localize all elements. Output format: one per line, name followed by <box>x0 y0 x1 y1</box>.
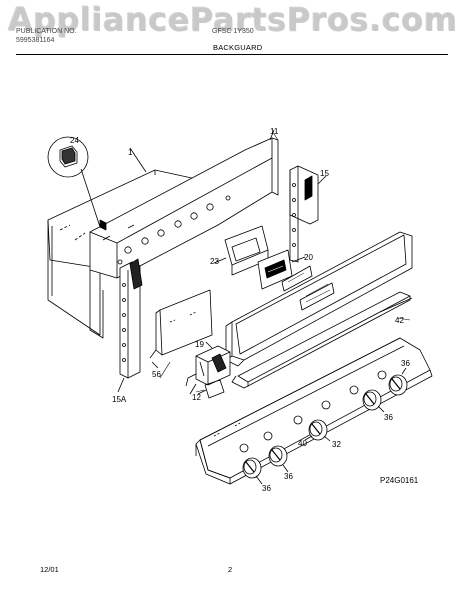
part-15-right-bracket <box>289 165 327 263</box>
label-part-42: 42 <box>395 316 404 325</box>
footer-page-number: 2 <box>228 565 233 574</box>
leader-lines <box>159 133 411 393</box>
label-part-24: 24 <box>70 136 79 145</box>
knob-2 <box>268 445 289 473</box>
part-12-switch-base <box>197 379 225 399</box>
label-part-40: 40 <box>298 439 307 448</box>
trim-strip <box>231 291 411 389</box>
label-part-19: 19 <box>195 340 204 349</box>
header-rule <box>16 54 448 55</box>
part-20-clock <box>257 249 306 290</box>
label-part-15a: 15A <box>112 395 127 404</box>
label-part-56: 56 <box>152 370 161 379</box>
knob-5 <box>388 367 408 396</box>
part-23-bracket <box>213 225 269 276</box>
label-part-1: 1 <box>128 148 133 157</box>
part-42-control-panel <box>225 231 413 367</box>
publication-number: 5995381164 <box>16 37 55 44</box>
part-24-switch <box>47 136 102 231</box>
label-part-36-right: 36 <box>384 413 393 422</box>
label-part-32: 32 <box>332 440 341 449</box>
lower-control-panel <box>195 337 433 485</box>
knob-3 <box>304 419 331 442</box>
knob-4 <box>362 389 385 413</box>
label-part-23: 23 <box>210 257 219 266</box>
model-number: GFSC 1Y350 <box>212 28 254 35</box>
section-title: BACKGUARD <box>213 43 263 52</box>
part-11-backguard-frame <box>89 129 279 339</box>
label-part-12: 12 <box>192 393 201 402</box>
label-part-11: 11 <box>270 127 279 136</box>
label-part-36-lower: 36 <box>262 484 271 493</box>
label-part-15: 15 <box>320 169 329 178</box>
label-part-36-upper: 36 <box>401 359 410 368</box>
part-56-heat-shield <box>149 289 213 369</box>
label-part-20: 20 <box>304 253 313 262</box>
label-part-36-mid: 36 <box>284 472 293 481</box>
watermark-logo: AppliancePartsPros.com <box>7 0 457 38</box>
footer-date: 12/01 <box>40 565 59 574</box>
publication-label: PUBLICATION NO. <box>16 28 77 35</box>
knob-1 <box>242 457 263 485</box>
figure-code: P24G0161 <box>380 476 419 485</box>
part-19-switch <box>185 341 231 395</box>
part-15a-left-bracket <box>117 258 143 393</box>
